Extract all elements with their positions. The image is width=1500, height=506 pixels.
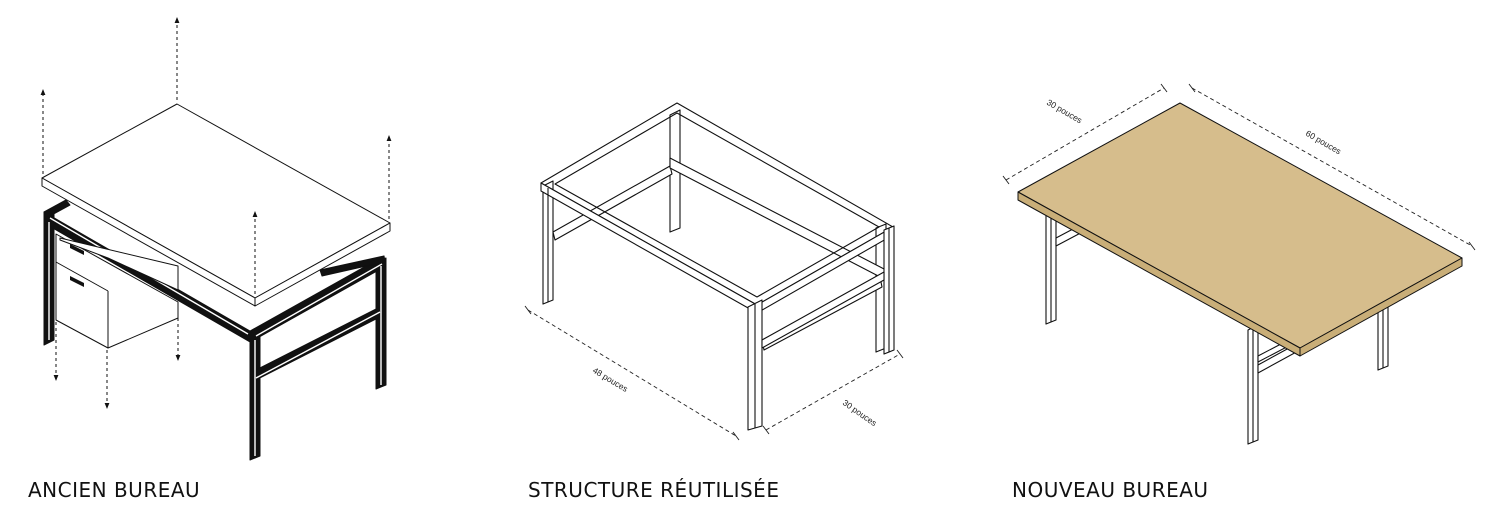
lift-arrows	[40, 17, 392, 409]
frame-width-label: 30 pouces	[841, 397, 879, 428]
reused-frame-illustration	[540, 102, 895, 431]
frame-width-dimension	[765, 353, 901, 431]
frame-length-dimension	[527, 309, 737, 437]
caption-old-desk: ANCIEN BUREAU	[28, 478, 201, 502]
desk-depth-label: 30 pouces	[1045, 97, 1084, 125]
desk-dimensions	[1005, 87, 1473, 247]
drawer-cabinet	[55, 233, 179, 349]
new-desk-top	[1017, 102, 1463, 357]
frame-length-label: 48 pouces	[591, 365, 630, 394]
desk-depth-dimension	[1005, 87, 1165, 181]
caption-reused-frame: STRUCTURE RÉUTILISÉE	[528, 478, 780, 502]
old-desk-top	[41, 103, 391, 307]
frame-dimensions	[527, 309, 901, 437]
caption-new-desk: NOUVEAU BUREAU	[1012, 478, 1209, 502]
desk-length-label: 60 pouces	[1304, 128, 1343, 156]
desk-length-dimension	[1191, 87, 1473, 247]
old-desk-illustration	[40, 17, 392, 461]
